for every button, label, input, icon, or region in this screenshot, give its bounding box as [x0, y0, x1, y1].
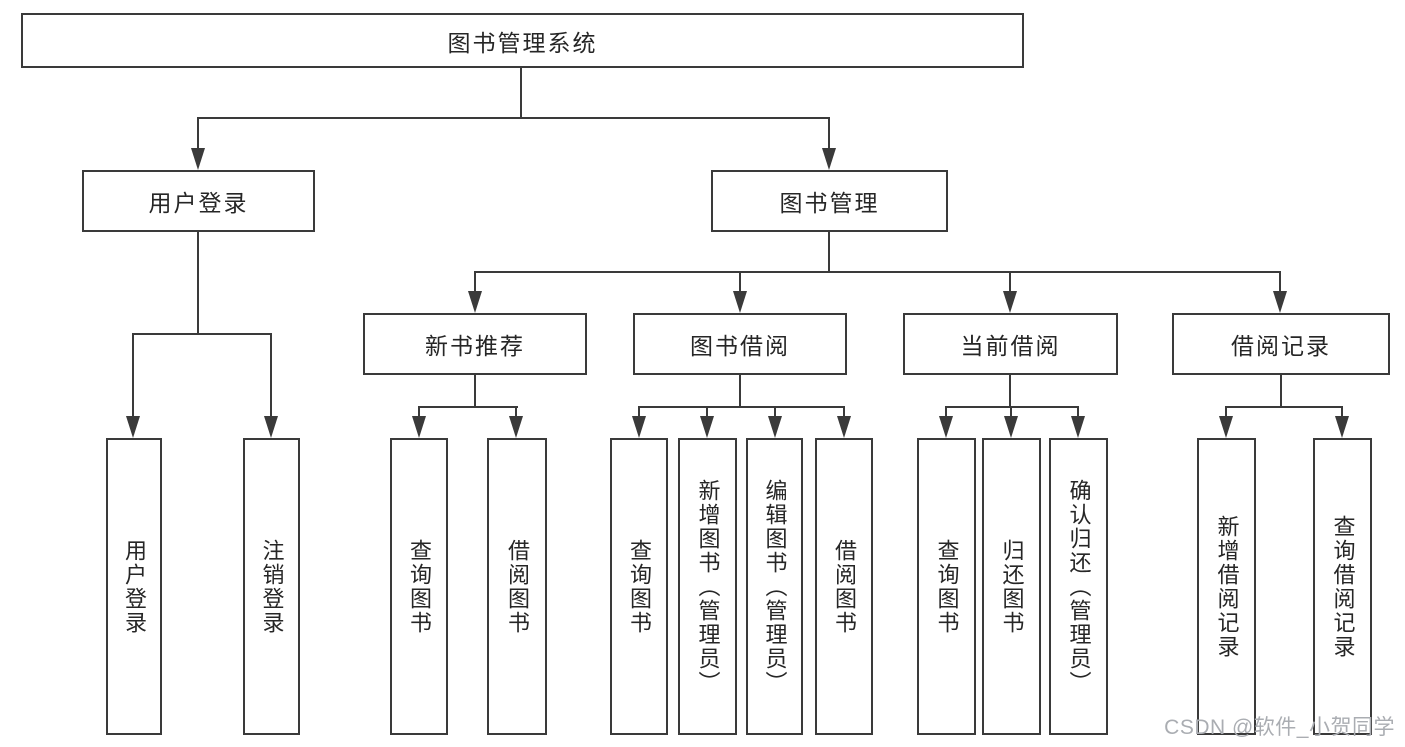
node-label: 图书管理 — [779, 190, 880, 216]
node-label: 用户登录 — [122, 538, 147, 635]
connector-vline — [132, 333, 134, 416]
node-new-book-recommend: 新书推荐 — [363, 313, 587, 375]
arrow-down-icon — [191, 148, 205, 170]
arrow-down-icon — [509, 416, 523, 438]
node-edit-books-admin: 编辑图书（管理员） — [746, 438, 803, 735]
arrow-down-icon — [468, 291, 482, 313]
connector-vline — [1341, 406, 1343, 416]
connector-vline — [706, 406, 708, 416]
node-label: 用户登录 — [148, 190, 249, 216]
node-label: 新书推荐 — [425, 333, 525, 359]
connector-vline — [1010, 406, 1012, 416]
node-label: 查询图书 — [934, 538, 960, 635]
arrow-down-icon — [1273, 291, 1287, 313]
connector-vline — [515, 406, 517, 416]
connector-hline — [418, 406, 518, 408]
node-borrow-books-1: 借阅图书 — [487, 438, 547, 735]
connector-hline — [197, 117, 830, 119]
node-library-system: 图书管理系统 — [21, 13, 1024, 68]
connector-vline — [520, 68, 522, 119]
connector-vline — [828, 117, 830, 149]
connector-hline — [132, 333, 272, 335]
arrow-down-icon — [1219, 416, 1233, 438]
arrow-down-icon — [126, 416, 140, 438]
connector-vline — [197, 117, 199, 149]
connector-vline — [945, 406, 947, 416]
node-label: 图书借阅 — [690, 333, 790, 359]
node-label: 当前借阅 — [960, 333, 1061, 359]
node-label: 归还图书 — [999, 538, 1025, 635]
node-label: 借阅记录 — [1231, 333, 1331, 359]
connector-vline — [1077, 406, 1079, 416]
node-label: 确认归还（管理员） — [1066, 478, 1092, 695]
node-borrow-books-2: 借阅图书 — [815, 438, 873, 735]
node-logout-leaf: 注销登录 — [243, 438, 300, 735]
connector-vline — [474, 271, 476, 291]
node-book-management-branch: 图书管理 — [711, 170, 948, 232]
node-label: 借阅图书 — [505, 538, 530, 635]
node-label: 借阅图书 — [832, 538, 857, 635]
node-current-borrow: 当前借阅 — [903, 313, 1118, 375]
node-label: 图书管理系统 — [447, 29, 598, 56]
connector-vline — [474, 375, 476, 408]
connector-vline — [739, 375, 741, 408]
connector-vline — [197, 232, 199, 335]
node-borrow-records: 借阅记录 — [1172, 313, 1390, 375]
arrow-down-icon — [264, 416, 278, 438]
arrow-down-icon — [1003, 291, 1017, 313]
node-user-login-branch: 用户登录 — [82, 170, 315, 232]
node-query-books-1: 查询图书 — [390, 438, 448, 735]
node-user-login-leaf: 用户登录 — [106, 438, 162, 735]
node-add-books-admin: 新增图书（管理员） — [678, 438, 737, 735]
connector-vline — [828, 232, 830, 273]
node-label: 注销登录 — [259, 538, 285, 635]
arrow-down-icon — [632, 416, 646, 438]
node-label: 新增图书（管理员） — [695, 478, 721, 695]
arrow-down-icon — [700, 416, 714, 438]
arrow-down-icon — [768, 416, 782, 438]
node-query-borrow-record: 查询借阅记录 — [1313, 438, 1372, 735]
arrow-down-icon — [733, 291, 747, 313]
arrow-down-icon — [837, 416, 851, 438]
connector-hline — [1225, 406, 1343, 408]
connector-vline — [1279, 271, 1281, 291]
connector-vline — [1225, 406, 1227, 416]
connector-vline — [739, 271, 741, 291]
arrow-down-icon — [412, 416, 426, 438]
node-book-borrow: 图书借阅 — [633, 313, 847, 375]
arrow-down-icon — [1335, 416, 1349, 438]
node-add-borrow-record: 新增借阅记录 — [1197, 438, 1256, 735]
connector-vline — [1009, 375, 1011, 408]
connector-vline — [418, 406, 420, 416]
connector-vline — [774, 406, 776, 416]
arrow-down-icon — [1004, 416, 1018, 438]
node-label: 查询图书 — [407, 538, 432, 635]
node-query-books-3: 查询图书 — [917, 438, 976, 735]
connector-vline — [1009, 271, 1011, 291]
connector-vline — [270, 333, 272, 416]
node-label: 新增借阅记录 — [1214, 514, 1240, 659]
arrow-down-icon — [939, 416, 953, 438]
csdn-watermark: CSDN @软件_小贺同学 — [1164, 716, 1395, 739]
node-label: 编辑图书（管理员） — [762, 478, 788, 695]
connector-vline — [638, 406, 640, 416]
node-query-books-2: 查询图书 — [610, 438, 668, 735]
connector-vline — [1280, 375, 1282, 408]
arrow-down-icon — [1071, 416, 1085, 438]
connector-hline — [474, 271, 1281, 273]
connector-vline — [843, 406, 845, 416]
node-return-books: 归还图书 — [982, 438, 1041, 735]
node-label: 查询图书 — [627, 538, 652, 635]
node-label: 查询借阅记录 — [1330, 514, 1356, 659]
node-confirm-return-admin: 确认归还（管理员） — [1049, 438, 1108, 735]
arrow-down-icon — [822, 148, 836, 170]
connector-hline — [638, 406, 845, 408]
